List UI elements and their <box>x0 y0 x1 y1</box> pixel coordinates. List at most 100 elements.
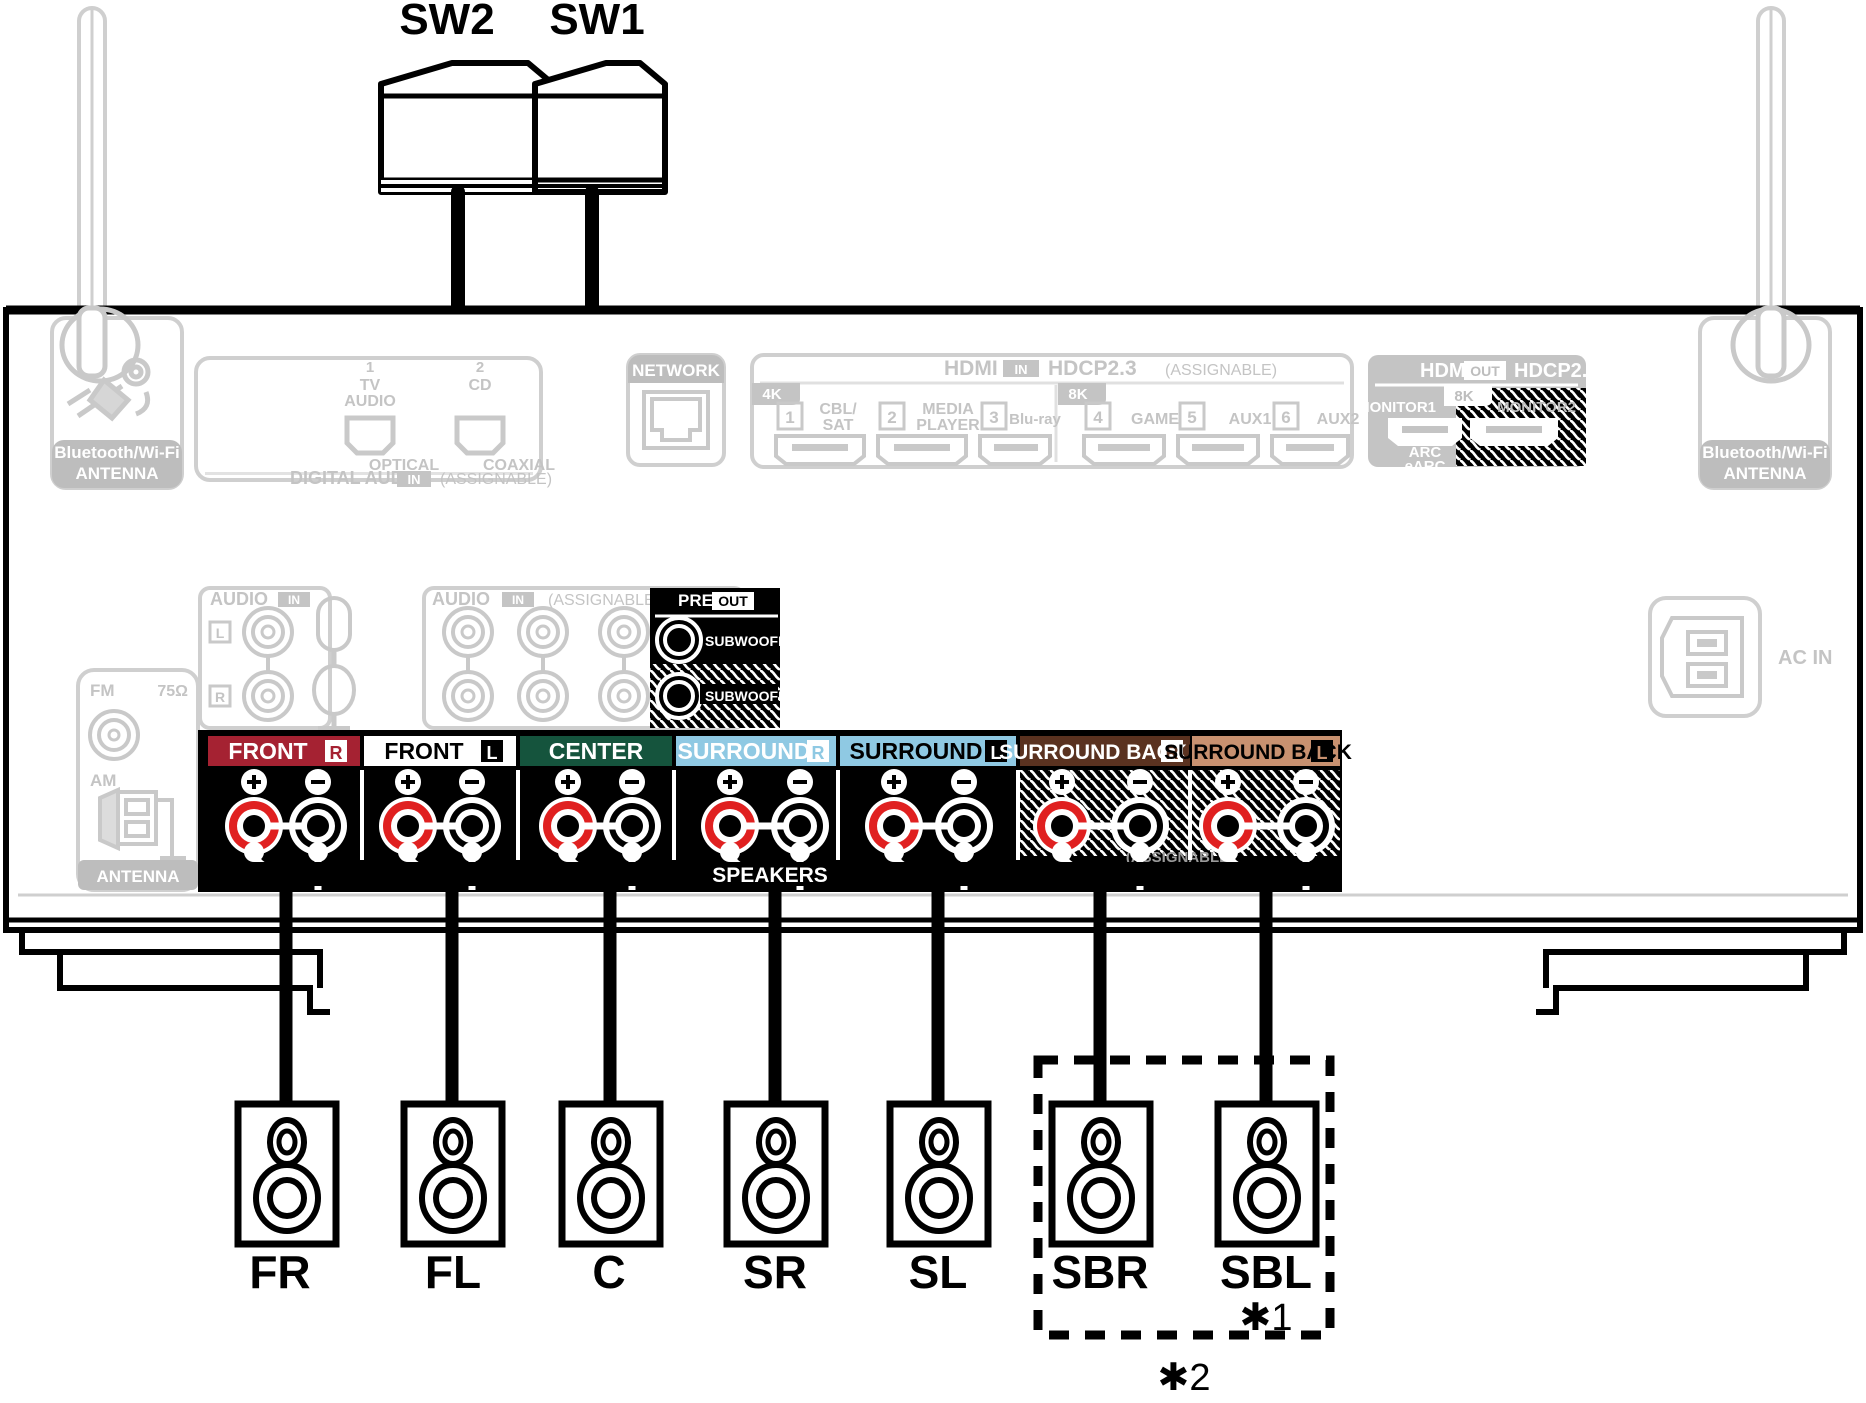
hdmi-in-title: HDMI <box>944 357 998 380</box>
speaker-label-fl: FL <box>425 1246 481 1298</box>
svg-text:CBL/: CBL/ <box>819 401 857 418</box>
analog-audio-right-assignable: (ASSIGNABLE) <box>548 592 660 609</box>
hdmi-in-port-4: 4 GAME <box>1082 401 1179 466</box>
am-label: AM <box>90 771 116 790</box>
optical-label: OPTICAL <box>369 457 439 474</box>
bluetooth-wifi-antenna-left: Bluetooth/Wi-Fi ANTENNA <box>50 305 184 490</box>
binding-post-surround-back-r-plus <box>1033 769 1091 862</box>
svg-text:L: L <box>487 743 498 763</box>
svg-text:GAME: GAME <box>1131 411 1179 428</box>
right-antenna-rod <box>1756 6 1786 330</box>
pre-out-section: PRE OUT SUBWOOFER 1 SUBWOOFER 2 <box>650 588 809 728</box>
speakers-footer-label: SPEAKERS <box>712 864 828 887</box>
speaker-box-sbl <box>1214 1100 1320 1248</box>
svg-text:SAT: SAT <box>823 417 854 434</box>
speaker-wires <box>279 890 1273 1104</box>
binding-post-surround-l-plus <box>865 769 923 862</box>
terminal-separators <box>360 770 1192 860</box>
hdmi-in-hdcp: HDCP2.3 <box>1048 357 1137 380</box>
rj45-icon <box>650 397 702 442</box>
svg-text:L: L <box>991 743 1002 763</box>
speaker-box-fr <box>234 1100 340 1248</box>
digital-audio-tv: TV <box>360 377 381 394</box>
subwoofer1-jack <box>655 616 703 664</box>
hdmi-out-hdcp: HDCP2.3 <box>1514 360 1598 382</box>
analog-audio-left-title: AUDIO <box>210 589 268 609</box>
digital-audio-assignable: (ASSIGNABLE) <box>440 471 552 488</box>
speaker-label-sl: SL <box>909 1246 968 1298</box>
hdmi-out-monitor2-label: MONITOR2 <box>1497 399 1576 416</box>
hdmi-out-monitor2-port <box>1470 418 1558 446</box>
hdmi-in-port-2: 2 MEDIA PLAYER <box>876 401 980 466</box>
speaker-box-sr <box>723 1100 829 1248</box>
speaker-label-c: C <box>592 1246 625 1298</box>
speaker-group-header-surround-l: SURROUND L <box>840 736 1016 766</box>
hdmi-in-badge: IN <box>1015 362 1028 377</box>
speaker-box-sl <box>886 1100 992 1248</box>
subwoofer2-label: SUBWOOFER 2 <box>705 688 809 704</box>
hdmi-in-port-3: 3 Blu-ray <box>978 401 1061 466</box>
bt-wifi-antenna-left-line2: ANTENNA <box>75 464 158 483</box>
hdmi-out-earc-label: eARC <box>1405 458 1446 475</box>
rca-pair-1 <box>442 606 494 722</box>
coaxial-label: COAXIAL <box>483 457 555 474</box>
svg-text:R: R <box>812 743 825 763</box>
subwoofer-sw1-label: SW1 <box>549 0 644 44</box>
hdmi-out-8k-badge: 8K <box>1454 388 1473 405</box>
speaker-group-header-surround-back-r: SURROUND BACK R <box>999 736 1190 766</box>
network-port-section: NETWORK <box>626 353 726 467</box>
bt-wifi-antenna-left-line1: Bluetooth/Wi-Fi <box>54 443 179 462</box>
binding-post-center-minus <box>603 769 661 862</box>
speaker-group-header-surround-r: SURROUND R <box>676 736 836 766</box>
fm-ohm-label: 75Ω <box>157 683 188 700</box>
hdmi-out-monitor1-label: MONITOR1 <box>1357 399 1436 416</box>
svg-text:SURROUND BACK: SURROUND BACK <box>1164 741 1352 764</box>
svg-text:1: 1 <box>785 408 794 427</box>
speaker-label-fr: FR <box>249 1246 310 1298</box>
fm-coax-jack <box>88 709 140 761</box>
binding-post-front-r-minus <box>289 769 347 862</box>
antenna-label: ANTENNA <box>96 867 179 886</box>
bluetooth-wifi-antenna-right: Bluetooth/Wi-Fi ANTENNA <box>1698 305 1832 490</box>
svg-text:R: R <box>1166 743 1179 763</box>
analog-audio-right-in-badge: IN <box>512 593 524 607</box>
subwoofer-sw2-label: SW2 <box>399 0 494 44</box>
svg-text:SURROUND: SURROUND <box>850 738 983 764</box>
fm-label: FM <box>90 681 115 700</box>
digital-audio-num2: 2 <box>476 359 484 376</box>
subwoofer-sw2 <box>378 60 556 195</box>
svg-text:SURROUND: SURROUND <box>678 738 811 764</box>
hdmi-out-monitor1-port <box>1388 418 1462 446</box>
svg-text:AUX2: AUX2 <box>1317 411 1360 428</box>
speaker-assignable-label: (ASSIGNABLE) <box>1126 849 1234 866</box>
hdmi-out-section: HDMI OUT HDCP2.3 8K MONITOR1 MONITOR2 AR… <box>1357 355 1598 475</box>
optical-port-1 <box>344 415 396 456</box>
rca-pair-3 <box>598 606 650 722</box>
svg-text:Blu-ray: Blu-ray <box>1009 411 1061 428</box>
binding-post-surround-back-l-minus <box>1277 769 1335 862</box>
svg-text:FRONT: FRONT <box>228 738 307 764</box>
digital-audio-title: DIGITAL AUDIO <box>290 468 423 488</box>
surround-back-optional-box <box>1033 1055 1335 1340</box>
binding-post-surround-back-l-plus <box>1199 769 1257 862</box>
hdmi-out-title: HDMI <box>1420 360 1471 382</box>
pre-out-title: PRE <box>678 591 713 610</box>
hdmi-out-badge: OUT <box>1470 363 1500 379</box>
pre-out-badge: OUT <box>718 593 748 609</box>
bt-wifi-antenna-right-line2: ANTENNA <box>1723 464 1806 483</box>
speaker-group-header-front-l: FRONT L <box>364 736 516 766</box>
digital-audio-in-badge: IN <box>408 472 421 487</box>
binding-post-surround-l-minus <box>935 769 993 862</box>
svg-text:FRONT: FRONT <box>384 738 463 764</box>
digital-audio-in-section: 1 TV AUDIO 2 CD OPTICAL COAXIAL DIGITAL … <box>194 356 555 488</box>
subwoofer2-jack <box>655 672 703 720</box>
note-2-marker: ✱2 <box>1158 1357 1211 1399</box>
hdmi-in-port-5: 5 AUX1 <box>1176 401 1271 466</box>
coaxial-port-2 <box>454 415 506 456</box>
svg-text:PLAYER: PLAYER <box>916 417 980 434</box>
svg-text:6: 6 <box>1281 408 1290 427</box>
note-1-marker: ✱1 <box>1240 1297 1293 1339</box>
digital-audio-audio: AUDIO <box>344 393 396 410</box>
svg-text:SURROUND BACK: SURROUND BACK <box>999 741 1187 764</box>
